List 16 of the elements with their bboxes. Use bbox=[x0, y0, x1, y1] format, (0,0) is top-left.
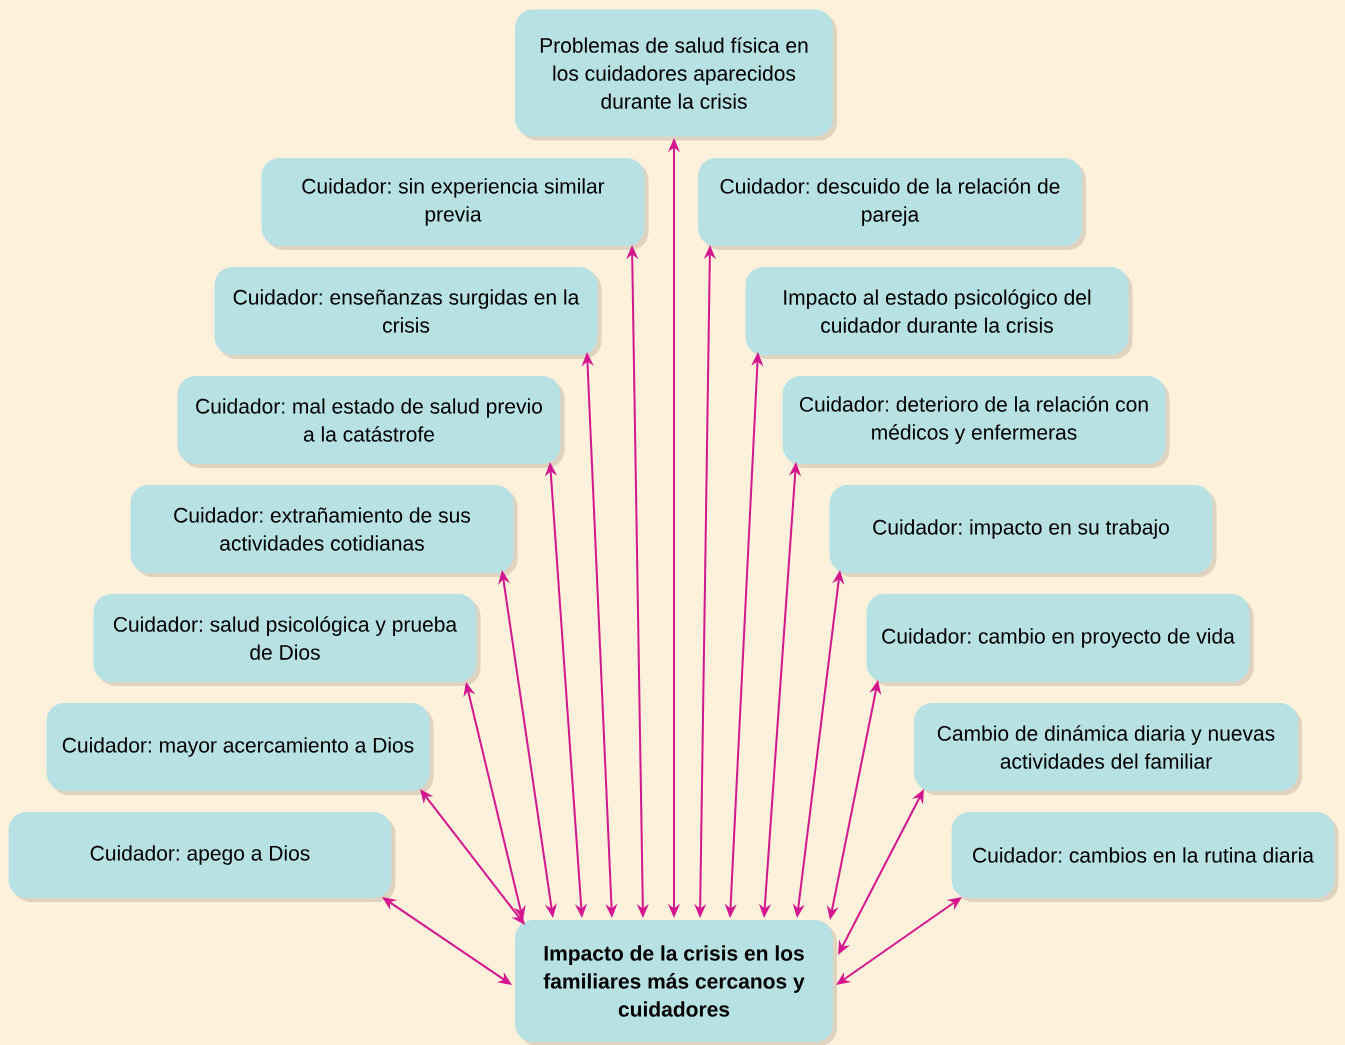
topic-box: Problemas de salud física en los cuidadores aparecidos durante la crisis bbox=[515, 9, 837, 141]
topic-box: Cuidador: salud psicológica y prueba de Dios bbox=[93, 594, 481, 686]
topic-box: Cuidador: impacto en su trabajo bbox=[829, 485, 1217, 577]
topic-box: Cuidador: apego a Dios bbox=[8, 812, 396, 902]
topic-box: Cuidador: extrañamiento de sus actividades cotidianas bbox=[130, 485, 518, 577]
topic-box: Cuidador: sin experiencia similar previa bbox=[261, 158, 649, 250]
topic-box: Cuidador: enseñanzas surgidas en la crisis bbox=[214, 267, 602, 359]
topic-box: Cuidador: cambios en la rutina diaria bbox=[951, 812, 1339, 902]
hub-box: Impacto de la crisis en los familiares más cercanos y cuidadores bbox=[515, 920, 837, 1045]
topic-box: Cuidador: cambio en proyecto de vida bbox=[866, 594, 1254, 686]
topic-box: Cuidador: deterioro de la relación con médicos y enfermeras bbox=[782, 376, 1170, 468]
topic-box: Cuidador: descuido de la relación de pareja bbox=[698, 158, 1086, 250]
topic-box: Cuidador: mayor acercamiento a Dios bbox=[46, 703, 434, 795]
topic-box: Cuidador: mal estado de salud previo a la catástrofe bbox=[177, 376, 565, 468]
topic-box: Impacto al estado psicológico del cuidador durante la crisis bbox=[745, 267, 1133, 359]
topic-box: Cambio de dinámica diaria y nuevas actividades del familiar bbox=[914, 703, 1302, 795]
